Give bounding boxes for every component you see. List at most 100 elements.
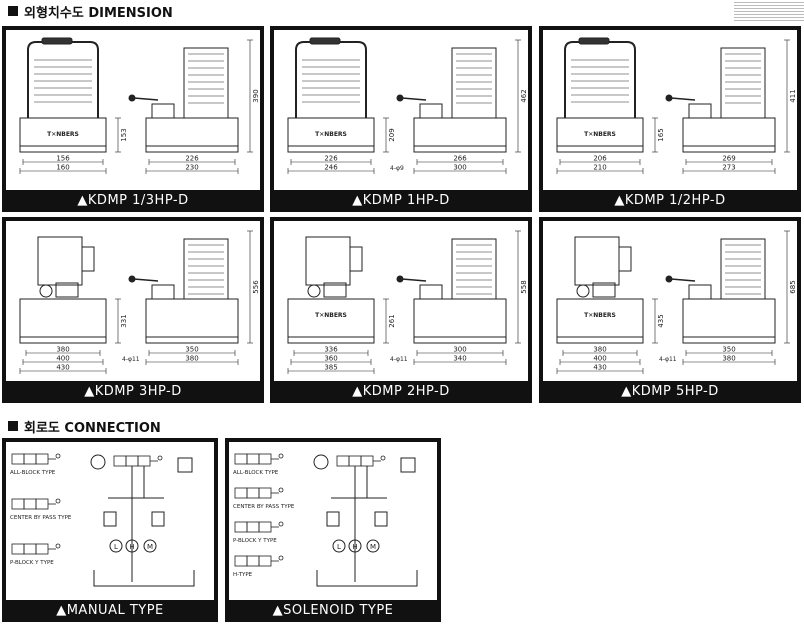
valve-symbol — [23, 498, 37, 510]
tank-side — [145, 298, 239, 344]
dimension-label: 209 — [388, 128, 396, 141]
pressure-gauge — [307, 284, 321, 298]
pump-motor-symbol — [348, 539, 362, 553]
carry-handle — [295, 41, 367, 118]
tank-side — [145, 117, 239, 153]
dimension-header: 외형치수도 DIMENSION — [8, 3, 173, 21]
junction-box — [81, 246, 95, 272]
pressure-gauge-symbol — [90, 454, 106, 470]
valve-symbol — [246, 521, 260, 533]
panel-caption: ▲KDMP 1/2HP-D — [614, 193, 726, 208]
valve-symbol — [246, 487, 260, 499]
brand-label: T✕NBERS — [584, 312, 616, 319]
valve-symbol — [35, 498, 49, 510]
valve-symbol — [11, 543, 25, 555]
junction-box — [349, 246, 363, 272]
motor-side — [720, 47, 766, 119]
relief-valve — [374, 511, 388, 527]
dimension-label: 165 — [657, 128, 665, 141]
valve-knob — [55, 498, 61, 504]
circuit-type-label: CENTER BY PASS TYPE — [10, 515, 72, 521]
valve-knob — [278, 487, 284, 493]
dimension-label: 300 — [453, 164, 466, 172]
tank-front — [19, 117, 107, 153]
lever-knob — [128, 94, 136, 102]
pump-motor-symbol — [332, 539, 346, 553]
dimension-label: 226 — [185, 155, 199, 163]
dimension-label: 435 — [657, 314, 665, 327]
dimension-label: 360 — [324, 355, 337, 363]
dimension-title: 외형치수도 DIMENSION — [24, 5, 173, 21]
pump-motor-label: M — [147, 543, 153, 551]
valve-symbol — [258, 453, 272, 465]
corner-stripes — [734, 0, 804, 22]
panel-caption: ▲MANUAL TYPE — [56, 603, 164, 618]
dimension-label: 269 — [722, 155, 735, 163]
valve-knob — [55, 543, 61, 549]
brand-label: T✕NBERS — [47, 131, 79, 138]
valve-symbol — [258, 555, 272, 567]
valve-knob — [157, 455, 163, 461]
lever-handle — [133, 97, 159, 101]
bolt-label: 4-φ11 — [659, 356, 677, 363]
main-valve-symbol — [137, 455, 151, 467]
main-valve-symbol — [113, 455, 127, 467]
relief-valve — [151, 511, 165, 527]
dimension-label: 340 — [453, 355, 466, 363]
reservoir-symbol — [316, 570, 418, 587]
circuit-type-label: ALL-BLOCK TYPE — [10, 470, 56, 476]
pressure-gauge — [39, 284, 53, 298]
lever-knob — [396, 94, 404, 102]
circuit-type-label: CENTER BY PASS TYPE — [233, 504, 295, 510]
tank-front — [287, 117, 375, 153]
tank-side — [413, 298, 507, 344]
lever-handle — [401, 97, 427, 101]
valve-block — [55, 282, 79, 298]
bullet-square — [8, 6, 18, 16]
dimension-label: 300 — [453, 346, 466, 354]
dimension-label: 380 — [593, 346, 606, 354]
valve-block — [323, 282, 347, 298]
dimension-label: 156 — [56, 155, 70, 163]
brand-label: T✕NBERS — [315, 131, 347, 138]
lever-knob — [665, 94, 673, 102]
lever-handle — [401, 278, 427, 282]
dimension-label: 380 — [185, 355, 198, 363]
lever-handle — [670, 97, 696, 101]
pressure-gauge — [576, 284, 590, 298]
tank-front — [287, 298, 375, 344]
bolt-label: 4-φ11 — [122, 356, 140, 363]
valve-knob — [278, 521, 284, 527]
lever-handle — [670, 278, 696, 282]
junction-box — [618, 246, 632, 272]
panel-caption: ▲KDMP 2HP-D — [352, 384, 450, 399]
dimension-label: 266 — [453, 155, 467, 163]
valve-symbol — [35, 543, 49, 555]
relief-valve — [103, 511, 117, 527]
lever-knob — [665, 275, 673, 283]
valve-symbol — [234, 453, 248, 465]
tank-front — [556, 298, 644, 344]
dimension-label: 226 — [324, 155, 338, 163]
pump-motor-label: L — [114, 543, 118, 551]
valve-block — [688, 103, 712, 119]
valve-knob — [278, 555, 284, 561]
tank-front — [19, 298, 107, 344]
main-valve-symbol — [348, 455, 362, 467]
dimension-label: 400 — [593, 355, 606, 363]
connection-title: 회로도 CONNECTION — [24, 420, 161, 436]
panel-caption: ▲SOLENOID TYPE — [272, 603, 394, 618]
dimension-label: 230 — [185, 164, 198, 172]
pressure-gauge-symbol — [313, 454, 329, 470]
motor-body — [305, 236, 351, 286]
dimension-label: 210 — [593, 164, 606, 172]
panel-caption: ▲KDMP 1HP-D — [352, 193, 450, 208]
valve-symbol — [246, 555, 260, 567]
